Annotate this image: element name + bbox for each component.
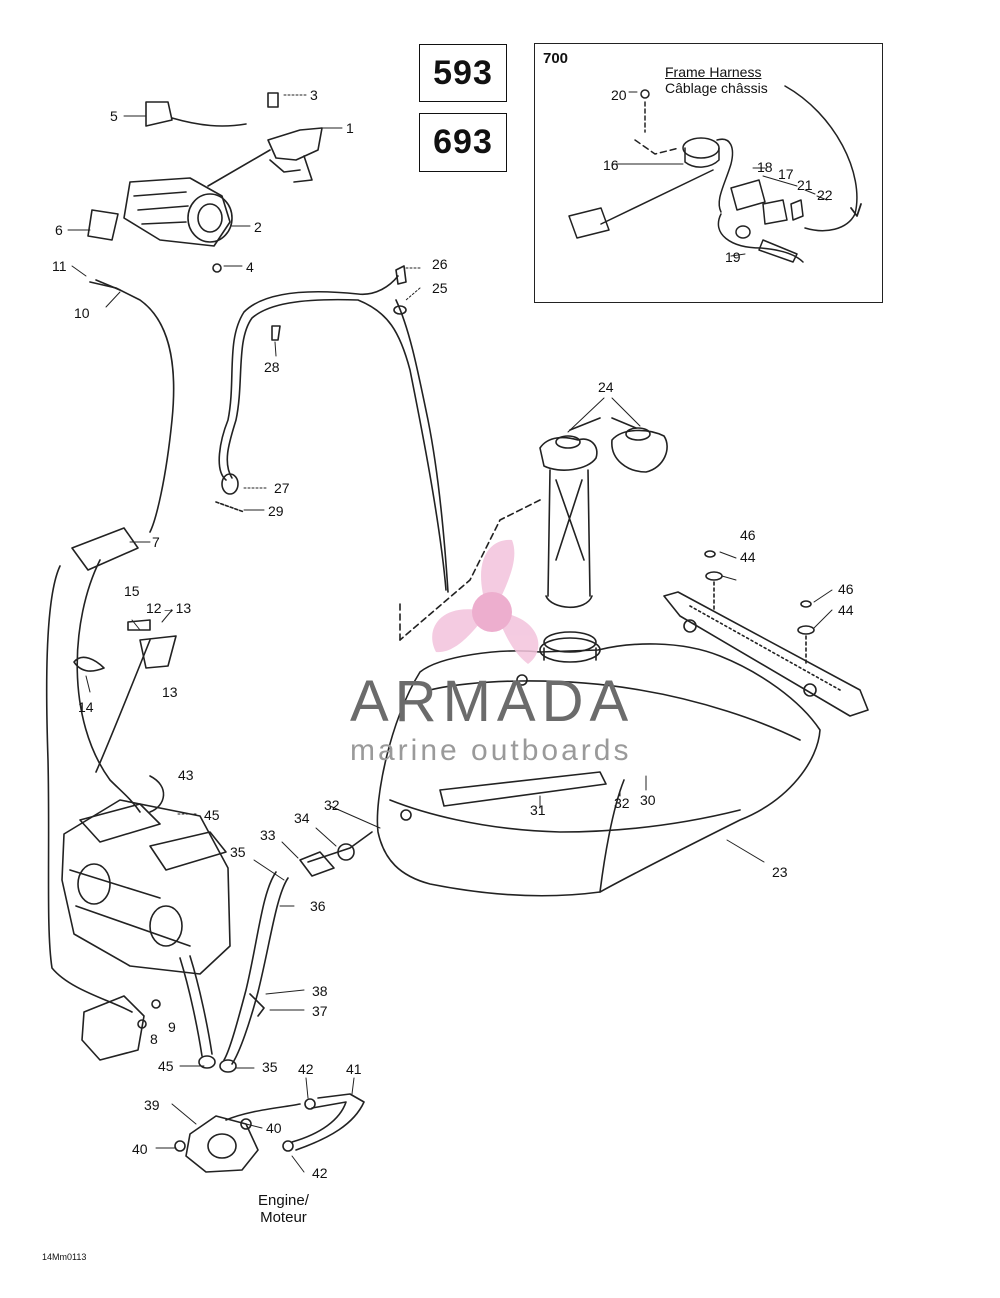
- callout-6: 6: [55, 222, 63, 238]
- model-593-label: 593: [433, 53, 493, 92]
- model-693-box: 693: [419, 113, 507, 172]
- model-593-box: 593: [419, 44, 507, 102]
- callout-39: 39: [144, 1097, 160, 1113]
- callout-41: 41: [346, 1061, 362, 1077]
- callout-23: 23: [772, 864, 788, 880]
- callout-12-to-13: 12→13: [146, 600, 191, 616]
- callout-35-b: 35: [262, 1059, 278, 1075]
- callout-24: 24: [598, 379, 614, 395]
- tank-bracket-drawing: [663, 550, 869, 717]
- callout-36: 36: [310, 898, 326, 914]
- callout-5: 5: [110, 108, 118, 124]
- fuel-hoses-drawing: [179, 831, 373, 1073]
- frame-harness-en: Frame Harness: [665, 64, 762, 80]
- inset-callout-21: 21: [797, 177, 813, 193]
- callout-46-a: 46: [740, 527, 756, 543]
- fuel-caps-drawing: [539, 417, 668, 608]
- inset-callout-17: 17: [778, 166, 794, 182]
- callout-26: 26: [432, 256, 448, 272]
- frame-harness-label: Frame Harness Câblage châssis: [665, 64, 768, 96]
- inset-callout-20: 20: [611, 87, 627, 103]
- callout-31: 31: [530, 802, 546, 818]
- callout-35-a: 35: [230, 844, 246, 860]
- callout-3: 3: [310, 87, 318, 103]
- carburetor-drawing: [61, 775, 231, 975]
- callout-1: 1: [346, 120, 354, 136]
- callout-2: 2: [254, 219, 262, 235]
- inset-callout-16: 16: [603, 157, 619, 173]
- watermark-propeller-logo: [432, 539, 539, 664]
- switch-housing-drawing: [87, 92, 323, 273]
- callout-42-a: 42: [298, 1061, 314, 1077]
- callout-46-b: 46: [838, 581, 854, 597]
- inset-callout-19: 19: [725, 249, 741, 265]
- drawing-code: 14Mm0113: [42, 1252, 87, 1262]
- callout-4: 4: [246, 259, 254, 275]
- callout-32-b: 32: [614, 795, 630, 811]
- watermark-subtitle: marine outboards: [350, 734, 632, 767]
- callout-34: 34: [294, 810, 310, 826]
- callout-33: 33: [260, 827, 276, 843]
- callout-11: 11: [52, 258, 67, 274]
- watermark-title: ARMADA: [350, 669, 635, 734]
- callout-30: 30: [640, 792, 656, 808]
- engine-note: Engine/ Moteur: [258, 1192, 309, 1226]
- callout-28: 28: [264, 359, 280, 375]
- callout-15: 15: [124, 583, 140, 599]
- inset-callout-18: 18: [757, 159, 773, 175]
- callout-8: 8: [150, 1031, 158, 1047]
- inset-700-panel: 700 Frame Harness Câblage châssis: [534, 43, 883, 303]
- cable-routing-drawing: [45, 279, 175, 1013]
- fuel-pump-drawing: [174, 1093, 365, 1173]
- callout-40-b: 40: [266, 1120, 282, 1136]
- callout-37: 37: [312, 1003, 328, 1019]
- callout-9: 9: [168, 1019, 176, 1035]
- callout-42-b: 42: [312, 1165, 328, 1181]
- callout-29: 29: [268, 503, 284, 519]
- engine-note-en: Engine/: [258, 1192, 309, 1209]
- frame-harness-fr: Câblage châssis: [665, 80, 768, 96]
- callout-13: 13: [162, 684, 178, 700]
- callout-43: 43: [178, 767, 194, 783]
- engine-note-fr: Moteur: [260, 1209, 307, 1226]
- fittings-drawing: [73, 619, 177, 1061]
- callout-44-a: 44: [740, 549, 756, 565]
- callout-45-b: 45: [158, 1058, 174, 1074]
- callout-14: 14: [78, 699, 94, 715]
- callout-25: 25: [432, 280, 448, 296]
- inset-700-label: 700: [543, 50, 569, 67]
- callout-7: 7: [152, 534, 160, 550]
- callout-44-b: 44: [838, 602, 854, 618]
- callout-40-a: 40: [132, 1141, 148, 1157]
- callout-labels: 1 2 3 4 5 6 7 8 9 10 11 12→13 13 14 15 2…: [52, 87, 854, 1181]
- callout-10: 10: [74, 305, 90, 321]
- inset-callout-22: 22: [817, 187, 833, 203]
- callout-32-a: 32: [324, 797, 340, 813]
- primer-line-drawing: [215, 265, 449, 593]
- callout-38: 38: [312, 983, 328, 999]
- model-693-label: 693: [433, 123, 493, 161]
- leader-lines: [67, 94, 833, 1173]
- fuel-tank-drawing: [376, 499, 821, 897]
- callout-27: 27: [274, 480, 290, 496]
- inset-700-drawing: 20 16 18 17 21 22 19: [568, 85, 862, 265]
- callout-45-a: 45: [204, 807, 220, 823]
